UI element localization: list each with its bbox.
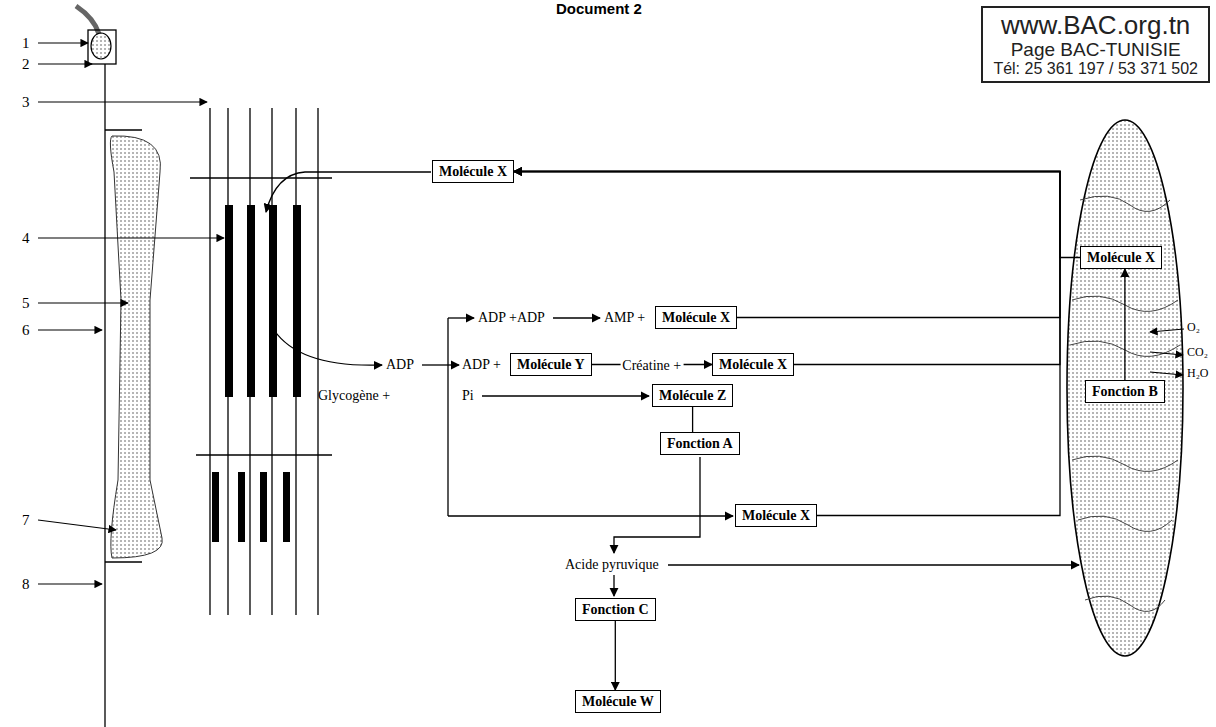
connector-arrow [514,172,1060,318]
cristae [1070,196,1180,611]
box-text: Tél: 25 361 197 / 53 371 502 [993,60,1198,78]
reaction-label: H₂O [1187,366,1209,381]
box-text: Fonction A [667,435,733,452]
reaction-label: ADP + [462,356,501,373]
box-text: Molécule X [662,309,730,326]
molecule-box: Molécule Y [510,353,592,376]
function-box: Fonction C [575,598,656,621]
reaction-label: Acide pyruvique [565,556,659,573]
molecule-box: Molécule X [712,353,794,376]
molecule-box: Molécule X [432,160,514,183]
molecule-box: Molécule Z [652,384,733,407]
connector-arrow [514,172,1080,258]
synapse-frame [88,30,116,64]
reaction-label: O₂ [1187,320,1200,335]
reaction-label: CO₂ [1187,345,1208,360]
box-text: Molécule W [582,693,654,710]
callout-number: 4 [22,229,30,247]
box-text: Molécule X [742,507,810,524]
molecule-box: Molécule X [735,504,817,527]
box-text: www.BAC.org.tn [993,11,1198,40]
callout-number: 3 [22,93,30,111]
diagram-title: Document 2 [556,0,642,17]
connector-arrow [1124,269,1125,380]
box-text: Molécule Y [517,356,585,373]
box-text: Molécule Z [659,387,726,404]
reaction-label: ADP [386,356,414,373]
membrane-line [105,561,142,562]
box-text: Fonction C [582,601,649,618]
callout-number: 7 [22,511,30,529]
connector-arrow [514,172,1060,516]
connector-arrow [615,621,616,690]
function-box: Fonction A [660,432,740,455]
callout-number: 5 [22,294,30,312]
membrane-line [104,64,105,727]
myosin-filaments [212,205,301,542]
mitochondrion [1067,120,1183,656]
actin-filaments [190,108,332,615]
reaction-label: Pi [462,387,474,404]
molecule-box: Molécule X [1080,246,1162,269]
box-text: Page BAC-TUNISIE [993,40,1198,61]
box-text: Fonction B [1092,383,1158,400]
callout-number: 1 [22,34,30,52]
energy-arrow [266,172,431,212]
box-text: Molécule X [719,356,787,373]
reaction-lines [422,318,1079,596]
molecule-box: Molécule W [575,690,661,713]
callout-number: 2 [22,55,30,73]
nerve-terminal [91,33,111,59]
connector-arrow [692,407,693,432]
connector-arrow [514,172,1060,365]
molecule-box: Molécule X [655,306,737,329]
gas-exchange-arrows [1150,329,1184,375]
reaction-label: Glycogène + [318,387,390,404]
myofibril [110,136,162,558]
callout-number: 6 [22,321,30,339]
watermark-stamp: www.BAC.org.tnPage BAC-TUNISIETél: 25 36… [981,6,1210,83]
reaction-label: ADP +ADP [478,309,545,326]
box-text: Molécule X [1087,249,1155,266]
edge-label: Créatine + [620,356,683,373]
hydrolysis-arrow [274,330,382,365]
callout-number: 8 [22,575,30,593]
reaction-label: AMP + [604,309,645,326]
membrane-line [105,129,142,130]
box-text: Molécule X [439,163,507,180]
callout-leaders [38,43,224,584]
function-box: Fonction B [1085,380,1165,403]
